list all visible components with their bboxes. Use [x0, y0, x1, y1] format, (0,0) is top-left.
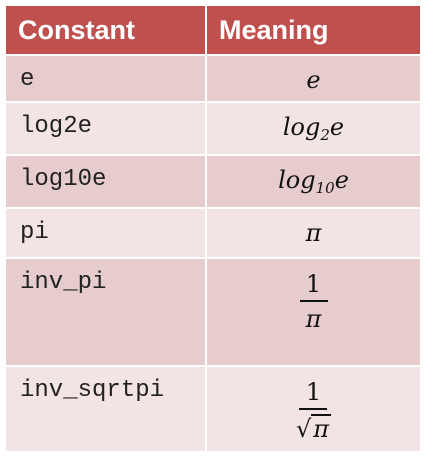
- math-symbol: e: [306, 66, 321, 94]
- table-row: log2e log2e: [4, 101, 422, 156]
- constant-name: pi: [4, 207, 207, 259]
- fraction-numerator: 1: [305, 378, 322, 406]
- constant-name: inv_pi: [4, 257, 207, 367]
- constant-name: inv_sqrtpi: [4, 365, 207, 453]
- constant-meaning: log2e: [205, 101, 422, 156]
- header-constant: Constant: [4, 4, 207, 56]
- constant-name: log2e: [4, 101, 207, 156]
- math-subscript: 10: [315, 179, 335, 197]
- math-log: log: [278, 166, 316, 194]
- fraction-bar: [299, 408, 328, 410]
- header-meaning: Meaning: [205, 4, 422, 56]
- fraction-numerator: 1: [305, 270, 322, 298]
- constants-table: Constant Meaning e e log2e log2e log10e …: [4, 4, 422, 453]
- constant-meaning: 1 √π: [205, 365, 422, 453]
- fraction-denominator: √π: [295, 414, 332, 443]
- math-symbol: e: [334, 166, 349, 194]
- table-row: inv_sqrtpi 1 √π: [4, 365, 422, 453]
- math-subscript: 2: [320, 126, 330, 144]
- constant-meaning: e: [205, 54, 422, 103]
- math-symbol: π: [305, 219, 322, 247]
- fraction-bar: [299, 300, 328, 302]
- math-symbol: e: [329, 113, 345, 141]
- constant-meaning: π: [205, 207, 422, 259]
- table-row: e e: [4, 54, 422, 103]
- constant-meaning: log10e: [205, 154, 422, 209]
- header-row: Constant Meaning: [4, 4, 422, 56]
- sqrt-icon: √: [295, 415, 312, 443]
- table-row: log10e log10e: [4, 154, 422, 209]
- math-fraction: 1 √π: [295, 378, 332, 443]
- constant-name: e: [4, 54, 207, 103]
- constant-meaning: 1 π: [205, 257, 422, 367]
- table-row: pi π: [4, 207, 422, 259]
- sqrt-argument: π: [311, 414, 332, 443]
- table-row: inv_pi 1 π: [4, 257, 422, 367]
- constant-name: log10e: [4, 154, 207, 209]
- math-log: log: [282, 113, 321, 141]
- math-fraction: 1 π: [299, 270, 328, 333]
- fraction-denominator: π: [305, 305, 322, 333]
